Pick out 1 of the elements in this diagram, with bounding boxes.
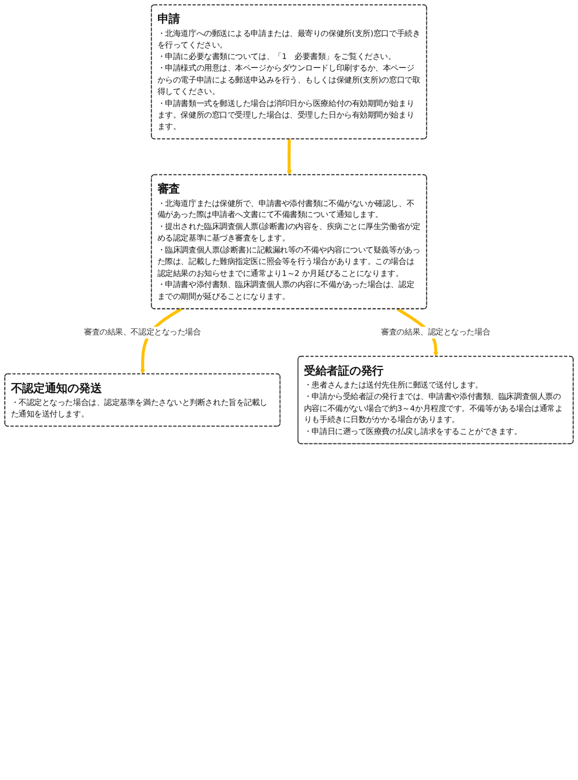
arrow: [286, 139, 292, 176]
